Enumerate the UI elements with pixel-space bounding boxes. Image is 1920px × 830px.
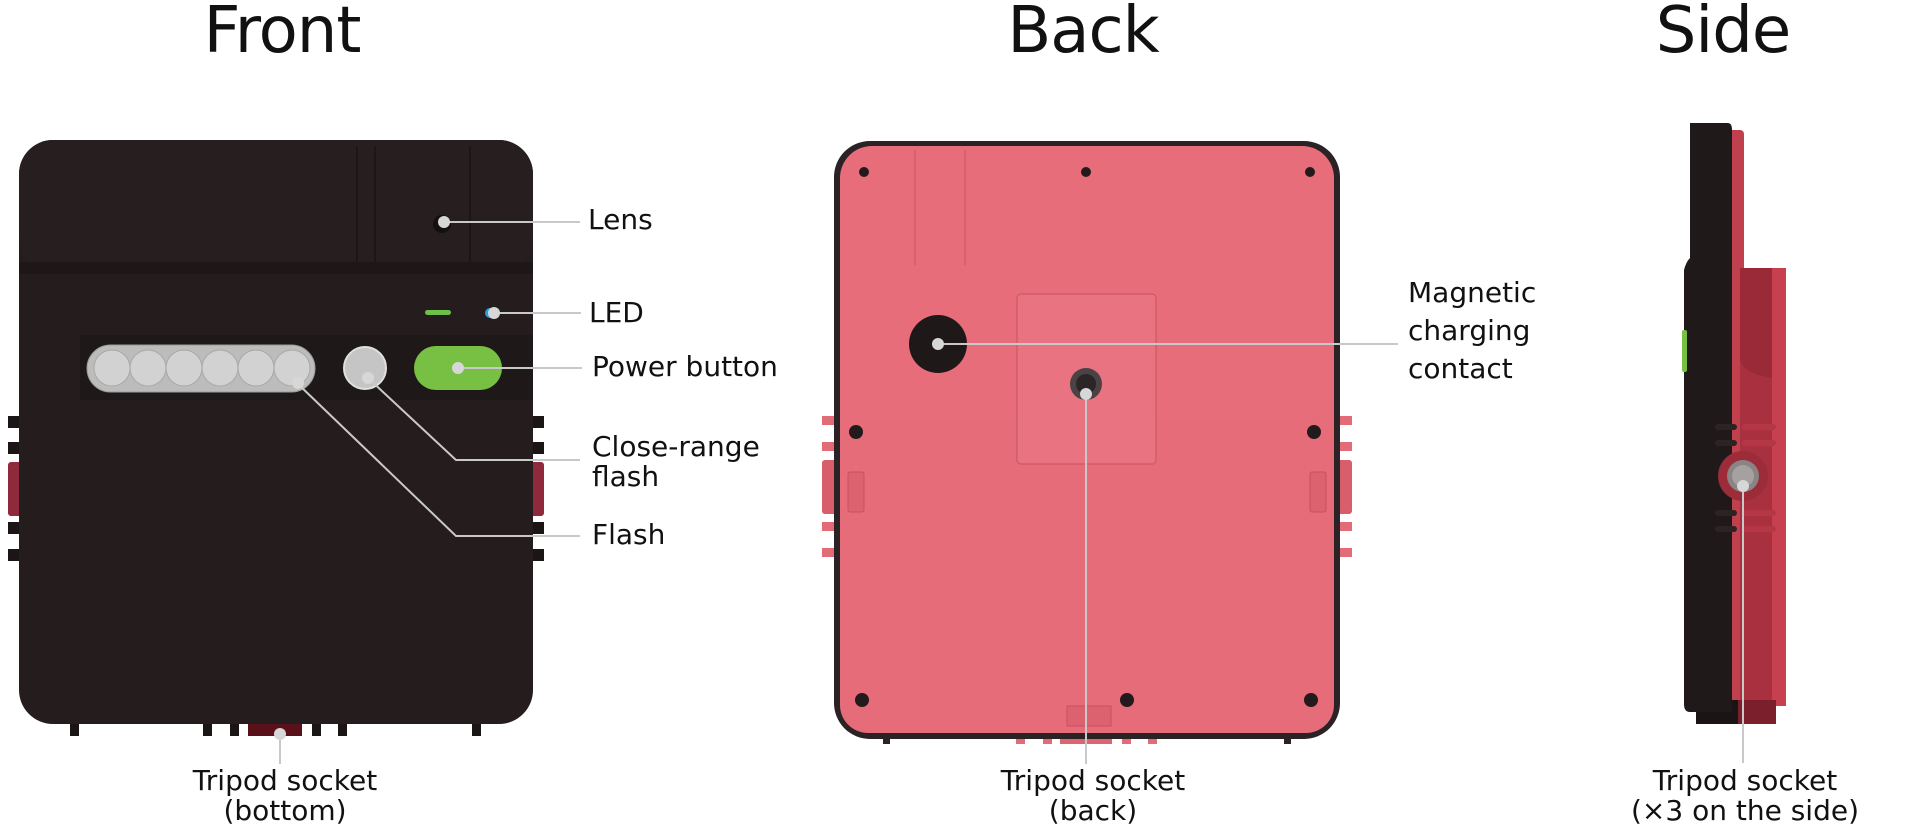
front-view-title: Front: [203, 0, 362, 68]
led-marker-dot: [488, 307, 500, 319]
front-tripod-leader-line: [279, 734, 281, 764]
status-led-green: [425, 310, 451, 315]
close-range-flash-label-line1: Close-range: [592, 430, 760, 463]
back-tripod-leader-line: [1085, 394, 1087, 764]
magnetic-label-line3: contact: [1408, 352, 1513, 385]
close-range-flash-label-line2: flash: [592, 460, 660, 493]
side-view-title: Side: [1655, 0, 1791, 68]
magnetic-contact-leader-line: [938, 343, 1398, 345]
magnetic-contact-marker-dot: [932, 338, 944, 350]
lens-marker-dot: [438, 216, 450, 228]
magnetic-label-line1: Magnetic: [1408, 276, 1537, 309]
side-tripod-leader-line: [1742, 485, 1744, 763]
lens-label: Lens: [588, 203, 653, 236]
power-button-label: Power button: [592, 350, 778, 383]
back-tripod-label-line2: (back): [1048, 794, 1138, 827]
led-label: LED: [589, 296, 644, 329]
front-tripod-marker-dot: [274, 728, 286, 740]
front-tripod-label-line2: (bottom): [223, 794, 347, 827]
power-button-leader-line: [458, 367, 582, 369]
side-tripod-marker-dot: [1737, 480, 1749, 492]
flash-label: Flash: [592, 518, 666, 551]
back-view-title: Back: [1007, 0, 1159, 68]
back-tripod-marker-dot: [1080, 388, 1092, 400]
power-button-marker-dot: [452, 362, 464, 374]
close-range-flash-marker-dot: [362, 372, 374, 384]
side-tripod-label-line1: Tripod socket: [1652, 764, 1838, 797]
lens-leader-line: [444, 221, 580, 223]
side-tripod-label-line2: (×3 on the side): [1630, 794, 1860, 827]
flash-marker-dot: [292, 377, 304, 389]
back-tripod-label-line1: Tripod socket: [1000, 764, 1186, 797]
magnetic-label-line2: charging: [1408, 314, 1531, 347]
front-tripod-label-line1: Tripod socket: [192, 764, 378, 797]
led-leader-line: [493, 312, 581, 314]
